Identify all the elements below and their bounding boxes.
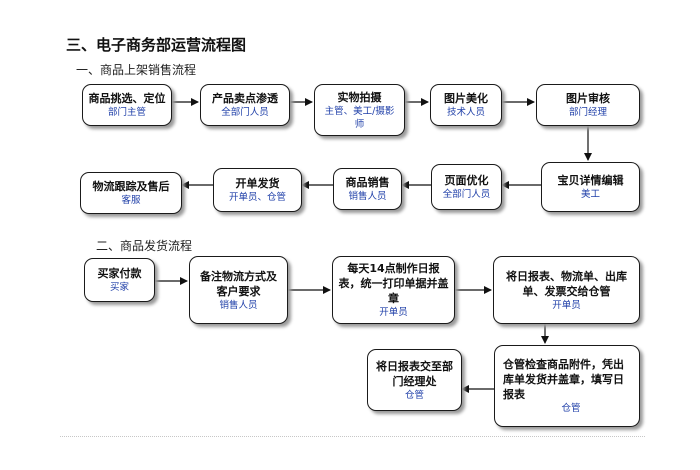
flow2-box-daily-report: 每天14点制作日报表，统一打印单据并盖章 开单员 <box>332 256 455 324</box>
flow1-box-page-optimize: 页面优化 全部门人员 <box>431 164 502 210</box>
flow1-box-photo-shoot: 实物拍摄 主管、美工/摄影师 <box>314 84 405 136</box>
flow1-box-detail-edit: 宝贝详情编辑 美工 <box>541 162 640 212</box>
flow1-box-billing-shipping: 开单发货 开单员、仓管 <box>213 168 302 212</box>
flow2-box-handover-docs: 将日报表、物流单、出库单、发票交给仓管 开单员 <box>493 256 640 324</box>
flow1-box-sales: 商品销售 销售人员 <box>333 168 402 210</box>
flow1-box-logistics-aftersales: 物流跟踪及售后 客服 <box>80 172 182 214</box>
flow2-box-buyer-payment: 买家付款 买家 <box>84 258 155 302</box>
flow1-box-select-position: 商品挑选、定位 部门主管 <box>82 84 172 126</box>
page-title: 三、电子商务部运营流程图 <box>66 36 247 54</box>
flow2-box-note-logistics: 备注物流方式及客户要求 销售人员 <box>189 256 288 324</box>
flow2-box-warehouse-check: 仓管检查商品附件，凭出库单发货并盖章，填写日报表 仓管 <box>494 345 640 427</box>
flow1-box-image-retouch: 图片美化 技术人员 <box>430 84 502 126</box>
flow1-box-selling-points: 产品卖点渗透 全部门人员 <box>200 84 290 126</box>
flow2-box-submit-report: 将日报表交至部门经理处 仓管 <box>367 349 462 411</box>
page-divider <box>60 436 645 437</box>
section-title-shipping: 二、商品发货流程 <box>96 239 193 253</box>
flow1-box-image-review: 图片审核 部门经理 <box>536 84 640 126</box>
section-title-listing: 一、商品上架销售流程 <box>76 63 197 77</box>
